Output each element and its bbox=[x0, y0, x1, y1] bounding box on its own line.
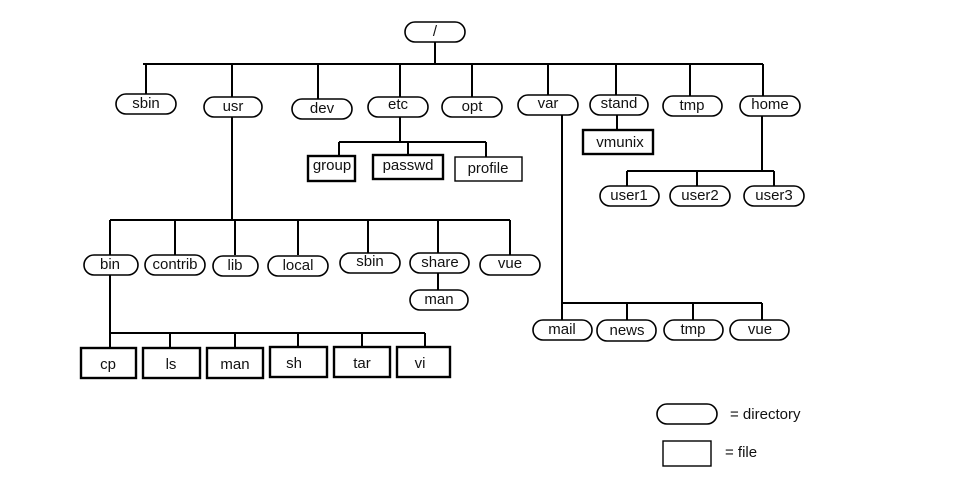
dir-label: user1 bbox=[610, 187, 648, 204]
file-label: vmunix bbox=[596, 134, 644, 151]
dir-vue-var[interactable]: vue bbox=[729, 319, 790, 341]
file-man[interactable]: man bbox=[205, 346, 265, 380]
file-ls[interactable]: ls bbox=[141, 346, 202, 380]
dir-man-share[interactable]: man bbox=[409, 289, 469, 311]
dir-label: sbin bbox=[356, 253, 384, 270]
dir-tmp-var[interactable]: tmp bbox=[663, 319, 724, 341]
dir-label: tmp bbox=[680, 321, 705, 338]
dir-usr[interactable]: usr bbox=[203, 96, 263, 118]
file-label: group bbox=[313, 157, 351, 174]
file-label: tar bbox=[353, 355, 371, 372]
file-label: profile bbox=[468, 160, 509, 177]
dir-sbin[interactable]: sbin bbox=[115, 93, 177, 115]
dir-opt[interactable]: opt bbox=[441, 96, 503, 118]
dir-mail[interactable]: mail bbox=[532, 319, 593, 341]
legend-directory-symbol bbox=[656, 403, 718, 425]
dir-label: etc bbox=[388, 96, 409, 113]
dir-label: home bbox=[751, 96, 789, 113]
file-label: sh bbox=[286, 355, 302, 372]
dir-label: bin bbox=[100, 256, 120, 273]
file-cp[interactable]: cp bbox=[79, 346, 138, 380]
dir-label: usr bbox=[223, 98, 244, 115]
dir-dev[interactable]: dev bbox=[291, 98, 353, 120]
dir-root[interactable]: / bbox=[404, 21, 466, 43]
dir-label: tmp bbox=[679, 97, 704, 114]
dir-label: man bbox=[424, 291, 453, 308]
file-vi[interactable]: vi bbox=[395, 345, 452, 379]
dir-label: stand bbox=[601, 95, 638, 112]
dir-stand[interactable]: stand bbox=[589, 94, 649, 116]
dir-share[interactable]: share bbox=[409, 252, 470, 274]
file-group[interactable]: group bbox=[306, 154, 357, 183]
dir-local[interactable]: local bbox=[267, 255, 329, 277]
dir-label: var bbox=[538, 95, 559, 112]
dir-vue-usr[interactable]: vue bbox=[479, 254, 541, 276]
dir-tmp[interactable]: tmp bbox=[662, 95, 723, 117]
dir-contrib[interactable]: contrib bbox=[144, 254, 206, 276]
file-sh[interactable]: sh bbox=[268, 345, 329, 379]
dir-label: sbin bbox=[132, 95, 160, 112]
file-label: vi bbox=[415, 355, 426, 372]
dir-label: mail bbox=[548, 321, 576, 338]
dir-user3[interactable]: user3 bbox=[743, 185, 805, 207]
legend: = directory = file bbox=[656, 403, 801, 467]
dir-bin[interactable]: bin bbox=[83, 254, 139, 276]
file-label: cp bbox=[100, 356, 116, 373]
file-label: man bbox=[220, 356, 249, 373]
dir-label: / bbox=[433, 23, 438, 40]
dir-user1[interactable]: user1 bbox=[599, 185, 660, 207]
file-tar[interactable]: tar bbox=[332, 345, 392, 379]
dir-label: opt bbox=[462, 98, 484, 115]
file-vmunix[interactable]: vmunix bbox=[581, 128, 655, 156]
dir-label: lib bbox=[227, 257, 242, 274]
dir-label: user3 bbox=[755, 187, 793, 204]
legend-file-symbol bbox=[662, 440, 712, 467]
legend-file-label: = file bbox=[725, 444, 757, 461]
dir-etc[interactable]: etc bbox=[367, 96, 429, 118]
legend-directory-label: = directory bbox=[730, 406, 801, 423]
dir-home[interactable]: home bbox=[739, 95, 801, 117]
file-passwd[interactable]: passwd bbox=[371, 153, 445, 181]
dir-news[interactable]: news bbox=[596, 319, 657, 342]
dir-label: vue bbox=[498, 255, 522, 272]
connectors bbox=[109, 42, 775, 347]
file-label: passwd bbox=[383, 157, 434, 174]
dir-user2[interactable]: user2 bbox=[669, 185, 731, 207]
file-profile[interactable]: profile bbox=[454, 156, 523, 182]
dir-label: dev bbox=[310, 100, 335, 117]
dir-lib[interactable]: lib bbox=[212, 255, 259, 277]
dir-label: share bbox=[421, 254, 459, 271]
dir-label: vue bbox=[748, 321, 772, 338]
file-label: ls bbox=[166, 356, 177, 373]
dir-label: news bbox=[609, 322, 644, 339]
dir-label: contrib bbox=[152, 256, 197, 273]
dir-sbin-usr[interactable]: sbin bbox=[339, 252, 401, 274]
dir-label: user2 bbox=[681, 187, 719, 204]
dir-label: local bbox=[283, 257, 314, 274]
dir-var[interactable]: var bbox=[517, 94, 579, 116]
